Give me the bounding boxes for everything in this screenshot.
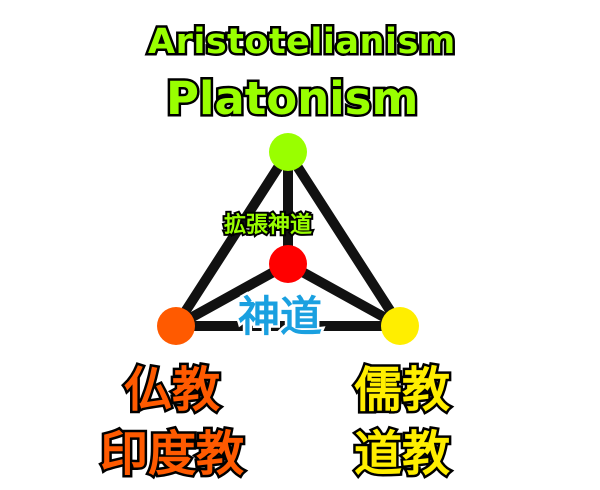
edge-left-center <box>171 259 293 331</box>
edge-top-right <box>283 147 405 331</box>
edge-right-center <box>283 259 405 331</box>
label-buddhism: 仏教 <box>121 360 222 421</box>
edge-top-left <box>171 147 293 331</box>
label-taoism: 道教 <box>351 424 452 485</box>
edges <box>171 147 405 331</box>
node-right <box>381 307 419 345</box>
node-center <box>269 245 307 283</box>
label-extended-shinto: 拡張神道 <box>222 211 314 240</box>
label-aristotelianism: Aristotelianism <box>146 20 458 65</box>
label-platonism: Platonism <box>163 70 420 128</box>
node-left <box>157 307 195 345</box>
node-top <box>269 133 307 171</box>
label-hinduism: 印度教 <box>97 424 246 485</box>
label-shinto: 神道 <box>235 290 324 344</box>
label-confucianism: 儒教 <box>351 360 452 421</box>
